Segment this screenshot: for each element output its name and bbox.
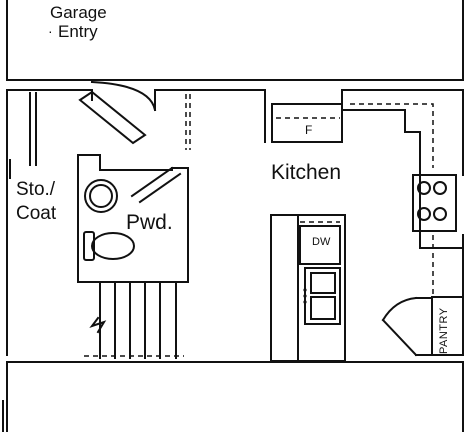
coat-label: Coat	[16, 203, 57, 224]
faucet-dot	[303, 300, 307, 304]
toilet	[83, 231, 135, 261]
cooktop	[412, 174, 457, 232]
powder-sink	[84, 179, 118, 213]
storage-label: Sto./	[16, 179, 56, 200]
faucet-dot	[303, 294, 307, 298]
kitchen-island	[270, 214, 346, 362]
garage-room-walls	[6, 0, 464, 81]
garage-label: Garage	[50, 3, 107, 22]
kitchen-label: Kitchen	[271, 161, 342, 184]
stairs	[89, 281, 177, 359]
pantry-label: PANTRY	[438, 307, 450, 354]
garage-door	[78, 80, 157, 145]
powder-room-walls	[77, 154, 189, 283]
kitchen-counters	[264, 89, 464, 249]
pantry	[381, 296, 464, 357]
faucet-dot	[303, 288, 307, 292]
powder-room-label: Pwd.	[126, 211, 173, 234]
main-walls	[6, 89, 464, 432]
coat-closet-walls	[29, 92, 37, 166]
entry-label: Entry	[58, 22, 98, 41]
dashed-upper-cabinets	[350, 103, 434, 168]
fridge-label: F	[305, 123, 313, 137]
entry-bullet: ·	[48, 23, 53, 39]
dishwasher-label: DW	[312, 236, 331, 248]
